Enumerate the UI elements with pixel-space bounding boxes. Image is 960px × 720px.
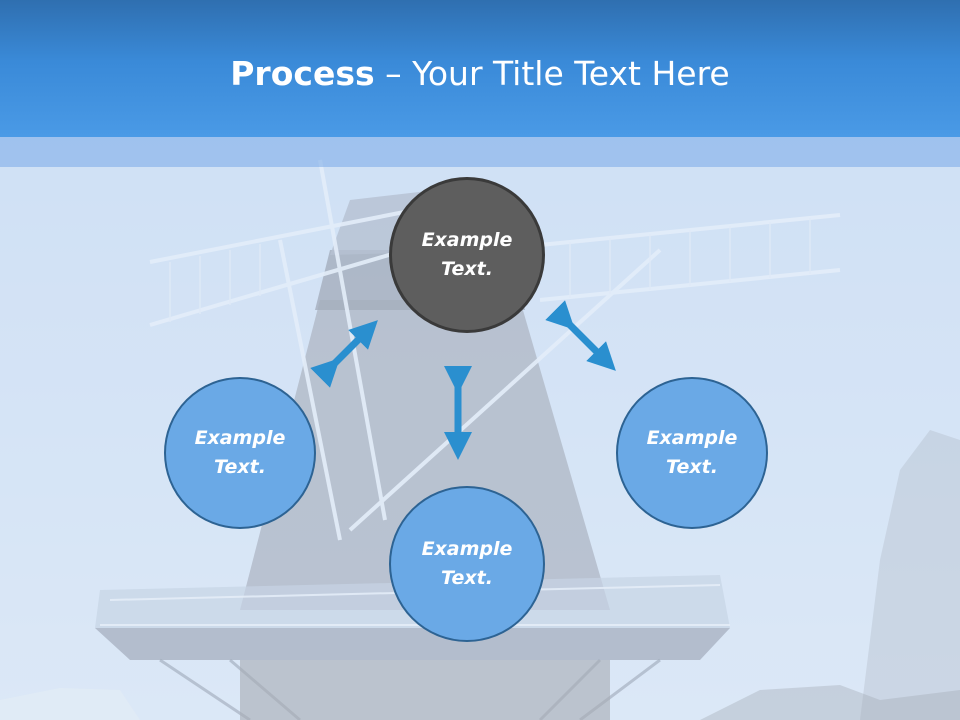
process-node-top-text: Example Text. — [421, 229, 513, 280]
arrow-right-diagonal — [545, 300, 616, 371]
title-rest: – Your Title Text Here — [374, 54, 730, 93]
process-node-right: Example Text. — [616, 377, 768, 529]
arrow-left-diagonal — [310, 320, 378, 388]
process-node-left: Example Text. — [164, 377, 316, 529]
title-bold: Process — [230, 54, 375, 93]
process-node-left-text: Example Text. — [194, 427, 286, 478]
process-node-top: Example Text. — [389, 177, 545, 333]
title-header-bar — [0, 0, 960, 137]
process-node-bottom: Example Text. — [389, 486, 545, 642]
process-node-bottom-text: Example Text. — [421, 538, 513, 589]
process-node-right-text: Example Text. — [646, 427, 738, 478]
slide-title: Process – Your Title Text Here — [0, 52, 960, 96]
header-band — [0, 137, 960, 167]
